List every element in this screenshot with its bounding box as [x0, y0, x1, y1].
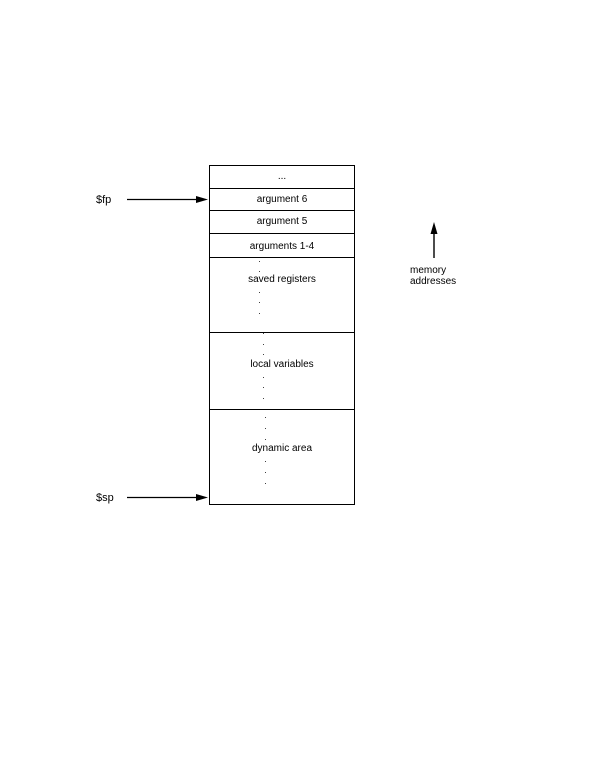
memory-address-up-arrow: [430, 222, 438, 258]
saved-registers-cell: saved registers: [210, 258, 354, 333]
frame-pointer-arrow: [127, 196, 208, 203]
local-variables-label: local variables: [250, 359, 314, 370]
argument-5-cell: argument 5: [210, 211, 354, 234]
stack-pointer-arrow: [127, 494, 208, 501]
stack-pointer-label: $sp: [96, 492, 114, 504]
arguments-1-4-cell: arguments 1-4: [210, 234, 354, 258]
memory-label-line1: memory: [410, 265, 447, 276]
saved-registers-label: saved registers: [248, 274, 316, 285]
dynamic-area-cell: dynamic area: [210, 410, 354, 504]
argument-5-label: argument 5: [256, 216, 308, 227]
memory-label-line2: addresses: [410, 276, 457, 287]
dynamic-area-label: dynamic area: [251, 443, 313, 454]
stack-top-cell: ...: [210, 166, 354, 189]
memory-addresses-label: memory addresses: [410, 265, 456, 287]
arguments-1-4-label: arguments 1-4: [249, 241, 315, 252]
argument-6-label: argument 6: [256, 194, 308, 205]
local-variables-cell: local variables: [210, 333, 354, 410]
frame-pointer-label: $fp: [96, 194, 112, 206]
stack-top-ellipsis: ...: [277, 171, 287, 182]
argument-6-cell: argument 6: [210, 189, 354, 211]
stack-frame: ... argument 6 argument 5 arguments 1-4 …: [209, 165, 355, 505]
